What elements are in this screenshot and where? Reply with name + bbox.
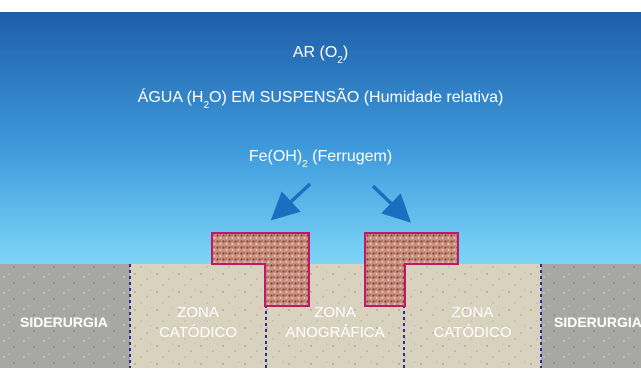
zone-right-line1: ZONA	[451, 304, 494, 321]
water-suffix: O) EM SUSPENSÃO (Humidade relativa)	[209, 89, 504, 106]
steel-right-label: SIDERURGIA	[554, 314, 641, 330]
zone-center-label: ZONA ANOGRÁFICA	[266, 303, 404, 343]
steel-left-texture	[0, 264, 130, 368]
zone-left-line1: ZONA	[177, 304, 219, 321]
air-suffix: )	[342, 44, 349, 61]
arrow-left	[270, 182, 312, 221]
rust-deposit-right	[364, 232, 459, 307]
zone-left-label: ZONA CATÓDICO	[130, 303, 266, 343]
sky-background	[0, 12, 641, 264]
rust-deposit-left	[211, 232, 310, 307]
water-label: ÁGUA (H2O) EM SUSPENSÃO (Humidade relati…	[0, 89, 641, 111]
rust-prefix: Fe(OH)	[248, 148, 303, 165]
soil-texture	[130, 264, 541, 368]
zone-left-line2: CATÓDICO	[158, 324, 238, 341]
arrow-right	[371, 184, 412, 223]
air-prefix: AR (O	[292, 44, 338, 61]
air-label: AR (O2)	[0, 44, 641, 66]
zone-center-line2: ANOGRÁFICA	[285, 324, 385, 341]
steel-right-texture	[541, 264, 641, 368]
rust-label: Fe(OH)2 (Ferrugem)	[0, 148, 641, 170]
zone-right-label: ZONA CATÓDICO	[404, 303, 541, 343]
zone-right-line2: CATÓDICO	[433, 324, 512, 341]
air-subscript: 2	[337, 55, 343, 66]
water-prefix: ÁGUA (H	[137, 89, 204, 106]
zone-center-line1: ZONA	[314, 304, 356, 321]
rust-subscript: 2	[302, 159, 308, 170]
steel-left-label: SIDERURGIA	[20, 314, 108, 330]
water-subscript: 2	[203, 100, 210, 111]
rust-suffix: (Ferrugem)	[307, 148, 393, 165]
